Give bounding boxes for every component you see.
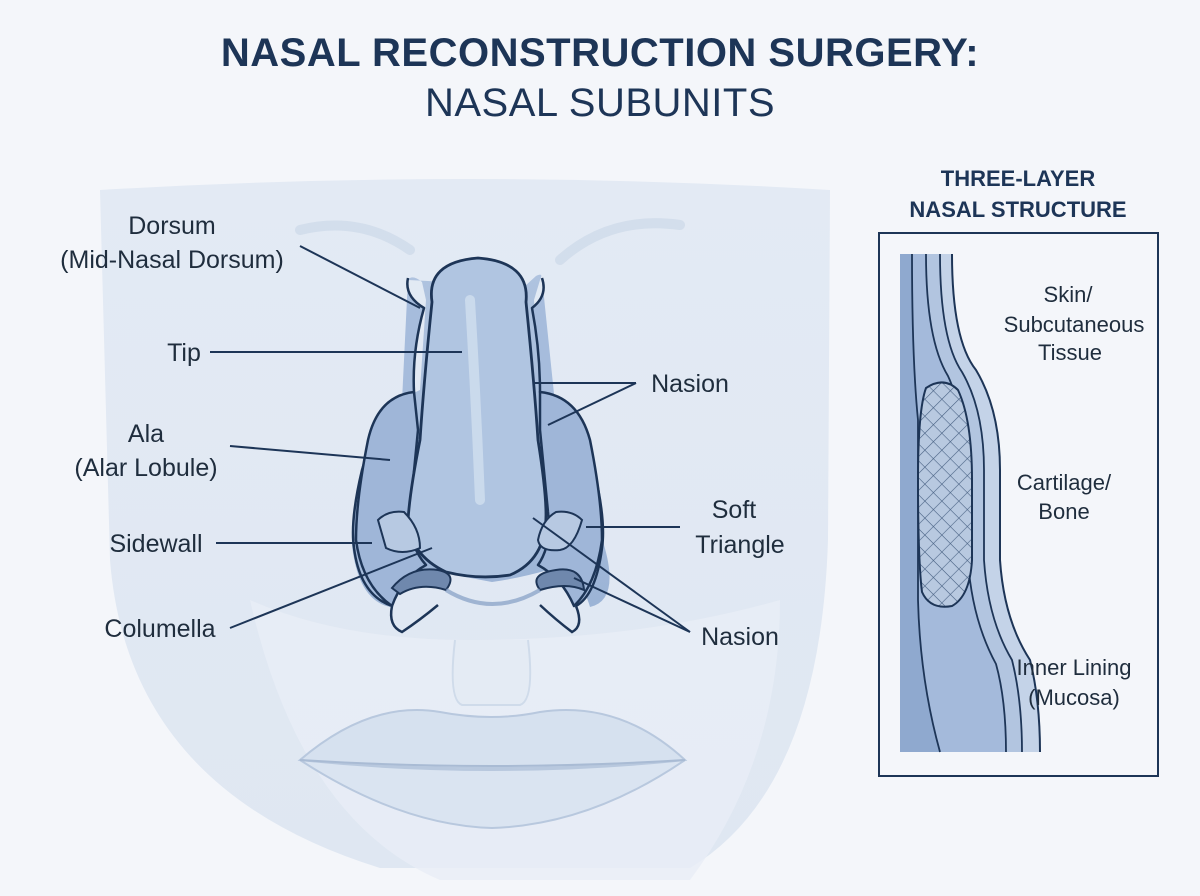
leader-nasion-lower-b xyxy=(573,577,691,633)
layer-label-lining-1: Inner Lining xyxy=(1017,655,1132,680)
panel-title-line-2: NASAL STRUCTURE xyxy=(909,197,1126,222)
leader-nasion-lower-a xyxy=(532,517,691,633)
layer-label-skin-1: Skin/ xyxy=(1044,282,1094,307)
label-nasion-lower: Nasion xyxy=(701,623,779,651)
page-title: NASAL RECONSTRUCTION SURGERY: NASAL SUBU… xyxy=(0,28,1200,128)
layer-label-skin-2: Subcutaneous xyxy=(1004,312,1145,337)
subunit-labels: Dorsum (Mid-Nasal Dorsum) Tip Ala (Alar … xyxy=(60,212,785,651)
leader-dorsum xyxy=(299,245,421,309)
label-tip: Tip xyxy=(167,339,201,367)
layer-label-cartilage-2: Bone xyxy=(1038,499,1089,524)
label-soft-triangle-2: Triangle xyxy=(695,531,784,559)
title-line-2: NASAL SUBUNITS xyxy=(424,81,776,125)
layer-label-lining-2: (Mucosa) xyxy=(1028,685,1120,710)
cartilage-bone-layer xyxy=(916,381,973,608)
three-layer-panel: THREE-LAYER NASAL STRUCTURE Skin/ Subcut… xyxy=(878,166,1159,777)
label-nasion-upper: Nasion xyxy=(651,370,729,398)
leader-nasion-upper-b xyxy=(547,382,637,426)
label-ala: Ala xyxy=(128,420,164,448)
label-soft-triangle: Soft xyxy=(712,496,757,524)
label-sidewall: Sidewall xyxy=(109,530,202,558)
leader-lines xyxy=(210,245,691,633)
lips xyxy=(297,709,688,830)
title-line-1: NASAL RECONSTRUCTION SURGERY: xyxy=(220,31,980,75)
panel-title-line-1: THREE-LAYER xyxy=(941,166,1096,191)
label-dorsum: Dorsum xyxy=(128,212,216,240)
layer-label-skin-3: Tissue xyxy=(1038,340,1102,365)
leader-ala xyxy=(229,445,391,461)
label-columella: Columella xyxy=(104,615,215,643)
nose-illustration xyxy=(351,256,610,634)
layer-cross-section xyxy=(900,253,1041,753)
layer-label-cartilage-1: Cartilage/ xyxy=(1017,470,1112,495)
label-dorsum-sub: (Mid-Nasal Dorsum) xyxy=(60,246,284,274)
label-ala-sub: (Alar Lobule) xyxy=(74,454,217,482)
leader-columella xyxy=(229,547,433,629)
